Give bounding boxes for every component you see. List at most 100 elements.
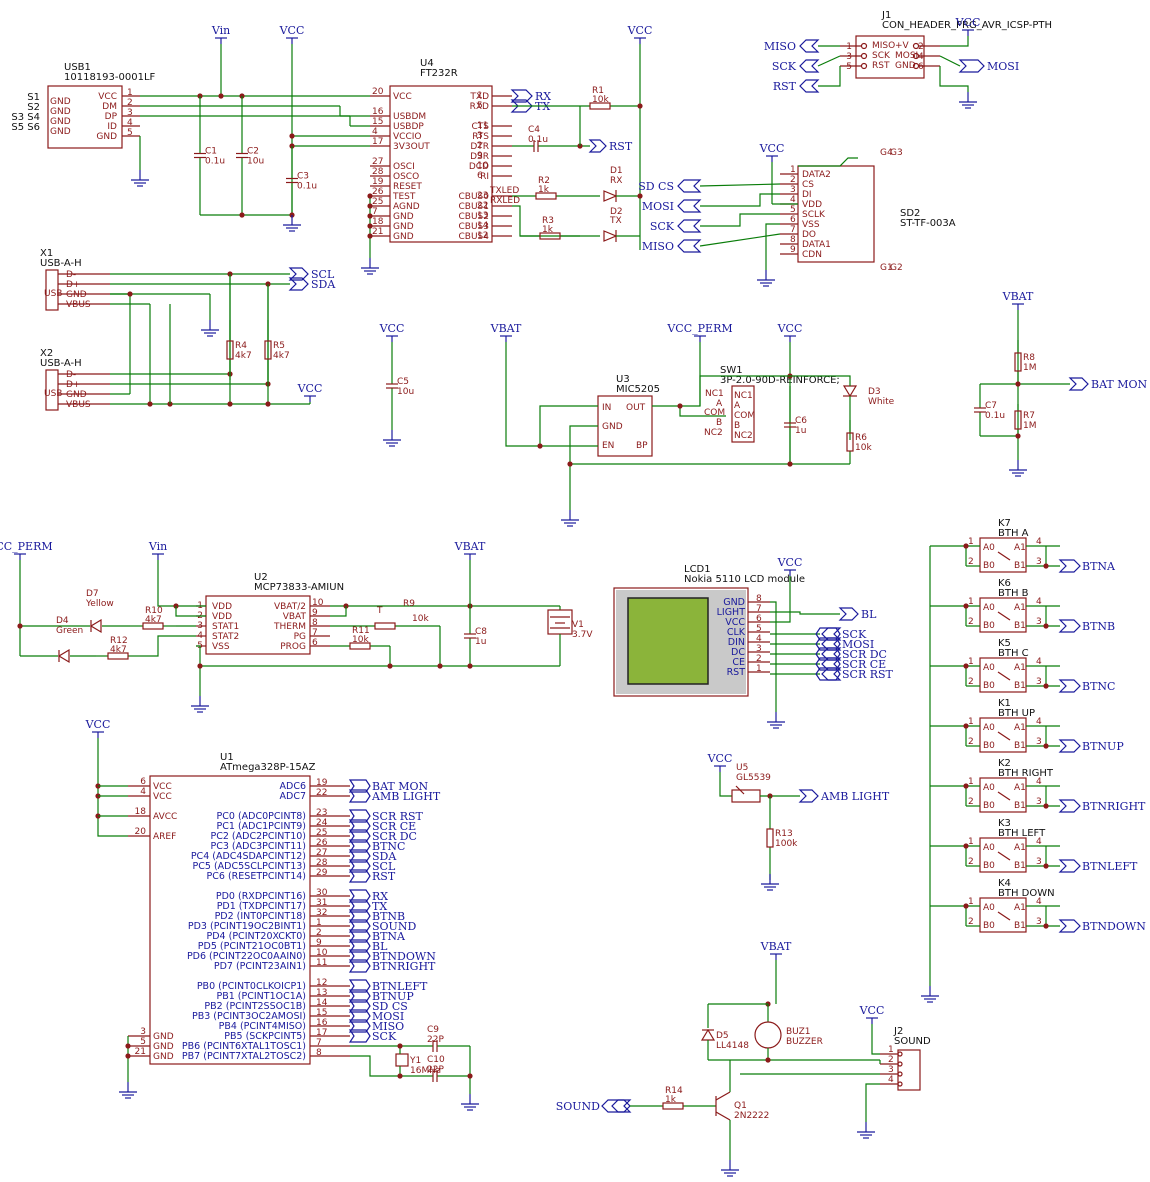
j1-pin-label: +V bbox=[895, 41, 910, 51]
net-flag-icon bbox=[510, 89, 533, 103]
j1-pin-num: 3 bbox=[846, 52, 852, 62]
net-label: RST bbox=[609, 140, 633, 153]
junction-dot bbox=[125, 1043, 131, 1049]
net-flag-icon bbox=[815, 627, 841, 641]
junction-dot bbox=[963, 723, 969, 729]
u3-pin: IN bbox=[602, 403, 611, 413]
u2-ref: U2 bbox=[254, 572, 268, 583]
j1-pin-label: RST bbox=[872, 61, 890, 71]
r9-resistor bbox=[374, 622, 396, 630]
usb-pin-label: VBUS bbox=[66, 300, 91, 310]
wire bbox=[700, 193, 780, 207]
net-flag-icon bbox=[348, 979, 371, 993]
u1-pin-label: PC5 (ADC5SCLPCINT13) bbox=[193, 861, 306, 872]
led-icon bbox=[57, 648, 70, 664]
power-label: VCC bbox=[627, 24, 653, 37]
button-pin: A0 bbox=[983, 843, 995, 853]
capacitor-value: 1u bbox=[795, 426, 806, 436]
u1-pin-num: 7 bbox=[316, 1038, 322, 1048]
u4-pin-label: VCCIO bbox=[393, 132, 421, 142]
wire bbox=[790, 375, 851, 386]
usb-pin-label: D+ bbox=[66, 280, 80, 290]
u4-pin-label: DSR bbox=[470, 152, 489, 162]
button-pin: A1 bbox=[1014, 603, 1026, 613]
button-body bbox=[979, 837, 1027, 873]
junction-dot bbox=[367, 223, 373, 229]
wire bbox=[871, 1024, 880, 1055]
usb1-pin-num: 1 bbox=[127, 88, 133, 98]
u3-ref: U3 bbox=[616, 374, 630, 385]
capacitor-value: 10u bbox=[247, 157, 264, 167]
button-pin: B0 bbox=[983, 621, 995, 631]
u4-pin-label: TXD bbox=[469, 92, 489, 102]
button-pin: B0 bbox=[983, 801, 995, 811]
sw1-pin: B bbox=[716, 418, 722, 428]
u1-pin-label: ADC7 bbox=[280, 791, 307, 802]
u4-pin-label: CBUS0 bbox=[459, 192, 490, 202]
net-label: BTNA bbox=[1082, 560, 1116, 573]
u4-ref: U4 bbox=[420, 58, 434, 69]
v1-value: 3.7V bbox=[572, 630, 593, 640]
sd2-pin-label: CDN bbox=[802, 250, 822, 260]
usb-pin-label: GND bbox=[66, 290, 87, 300]
u1-pin-num: 12 bbox=[316, 978, 327, 988]
junction-dot bbox=[265, 401, 271, 407]
net-flag-icon bbox=[288, 277, 309, 291]
power-label: VBAT bbox=[760, 940, 792, 953]
button-pin-num: 1 bbox=[968, 537, 974, 547]
j1-pin-icon bbox=[860, 52, 868, 60]
sd2-pin-label: SCLK bbox=[802, 210, 826, 220]
capacitor-value: 22P bbox=[427, 1065, 444, 1075]
net-flag-icon bbox=[1058, 619, 1081, 633]
j2-pin-icon bbox=[897, 1061, 903, 1067]
button-name: BTH DOWN bbox=[998, 888, 1055, 899]
u1-body bbox=[149, 775, 311, 1065]
junction-dot bbox=[963, 843, 969, 849]
u4-pin-num: 13 bbox=[477, 211, 488, 221]
r3-resistor bbox=[539, 232, 561, 240]
junction-dot bbox=[467, 663, 473, 669]
net-label: BTNDOWN bbox=[372, 950, 436, 963]
u4-pin-label: RXD bbox=[470, 102, 489, 112]
resistor-ref: R1 bbox=[592, 86, 604, 96]
resistor-value: 1k bbox=[542, 225, 554, 235]
u1-pin-num: 11 bbox=[316, 958, 327, 968]
wire bbox=[505, 342, 598, 447]
u1-pin-label: VCC bbox=[153, 782, 172, 792]
sd2-pin-num: 5 bbox=[790, 205, 796, 215]
net-flag-icon bbox=[348, 789, 371, 803]
sd2-pin-num: 4 bbox=[790, 195, 796, 205]
wire bbox=[699, 233, 781, 247]
buz1-ref: BUZ1 bbox=[786, 1027, 811, 1037]
u1-pin-label: GND bbox=[153, 1042, 174, 1052]
junction-dot bbox=[963, 903, 969, 909]
sd2-pin-label: VSS bbox=[802, 220, 820, 230]
net-label: SCL bbox=[372, 860, 396, 873]
u1-pin-num: 20 bbox=[135, 827, 147, 837]
sw1-pin: NC2 bbox=[704, 428, 723, 438]
r5-resistor bbox=[264, 340, 272, 360]
u4-pin-label: DCD bbox=[469, 162, 489, 172]
switch-icon bbox=[997, 671, 1011, 681]
capacitor-value: 0.1u bbox=[297, 182, 317, 192]
net-label: SD CS bbox=[372, 1000, 408, 1013]
u4-pin-num: 22 bbox=[477, 201, 488, 211]
u4-pin-num: 26 bbox=[372, 187, 384, 197]
button-pin-num: 4 bbox=[1036, 657, 1042, 667]
u1-pin-label: PD6 (PCINT22OC0AAIN0) bbox=[187, 951, 306, 962]
net-flag-icon bbox=[799, 79, 820, 93]
junction-dot bbox=[963, 663, 969, 669]
button-pin: A0 bbox=[983, 543, 995, 553]
usb1-pin-label: DP bbox=[105, 112, 118, 122]
junction-dot bbox=[147, 401, 153, 407]
u1-pin-num: 13 bbox=[316, 988, 327, 998]
button-pin-num: 2 bbox=[968, 797, 974, 807]
junction-dot bbox=[637, 103, 643, 109]
wire bbox=[700, 213, 780, 227]
r8-resistor bbox=[1014, 352, 1022, 372]
button-body bbox=[979, 537, 1027, 573]
u1-pin-num: 16 bbox=[316, 1018, 328, 1028]
u3-part: MIC5205 bbox=[616, 384, 660, 395]
button-pin-num: 4 bbox=[1036, 897, 1042, 907]
r12-resistor bbox=[107, 652, 129, 660]
